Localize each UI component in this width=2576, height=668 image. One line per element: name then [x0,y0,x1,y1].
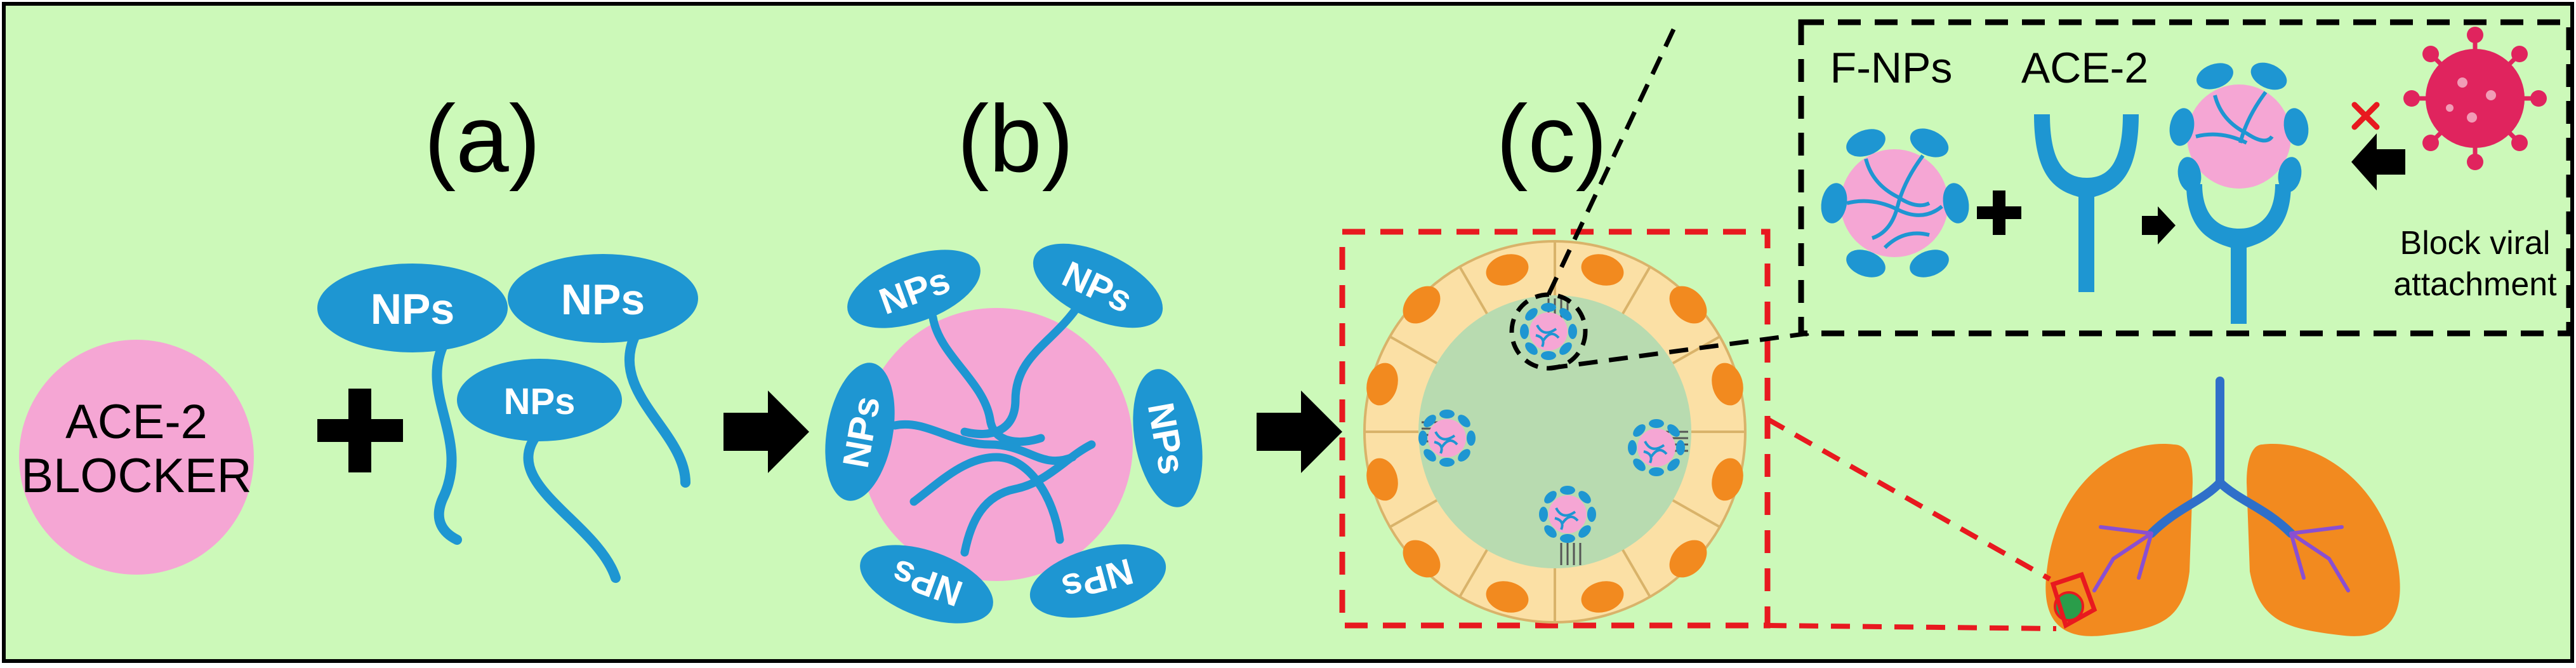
functionalized-nanoparticle: NPs NPs NPs NPs NPs NPs [825,243,1203,624]
np-label: NPs [561,276,645,324]
panel-b-label: (b) [957,85,1073,192]
inset-functionalized-nanoparticle [1821,128,1969,277]
zoom-connector [1766,417,2051,582]
ace2-receptor-icon [2034,114,2139,292]
free-nanoparticle: NPs [317,264,508,545]
block-text-line1: Block viral [2400,225,2551,262]
np-label: NPs [371,285,454,333]
inset-fnp-label: F-NPs [1830,44,1953,92]
lungs-icon [2045,377,2400,636]
free-nanoparticle: NPs [508,254,698,488]
left-arrow-icon [2351,133,2405,190]
plus-icon [1977,190,2021,235]
right-arrow-icon [723,391,809,473]
panel-c-label: (c) [1496,85,1608,192]
zoom-connector [1767,623,2057,631]
np-label: NPs [504,381,576,422]
alveolus [1363,240,1747,624]
x-mark-icon [2351,102,2380,130]
free-nanoparticle: NPs [457,359,622,583]
blocker-line1: ACE-2 [65,395,208,449]
inset-ace2-label: ACE-2 [2021,44,2148,92]
block-text-line2: attachment [2393,266,2557,303]
right-arrow-icon [1257,391,1342,473]
panel-a-label: (a) [424,85,540,192]
alveolus-zoom-box [1339,229,1771,629]
ace2-blocker-circle [19,340,254,575]
zoom-line [1546,24,1678,296]
virus-icon [2403,27,2547,170]
blocker-line2: BLOCKER [21,449,251,503]
right-arrow-icon [2142,206,2176,244]
zoom-line [1548,331,1809,371]
plus-icon [317,389,403,472]
bound-complex [2169,62,2309,324]
